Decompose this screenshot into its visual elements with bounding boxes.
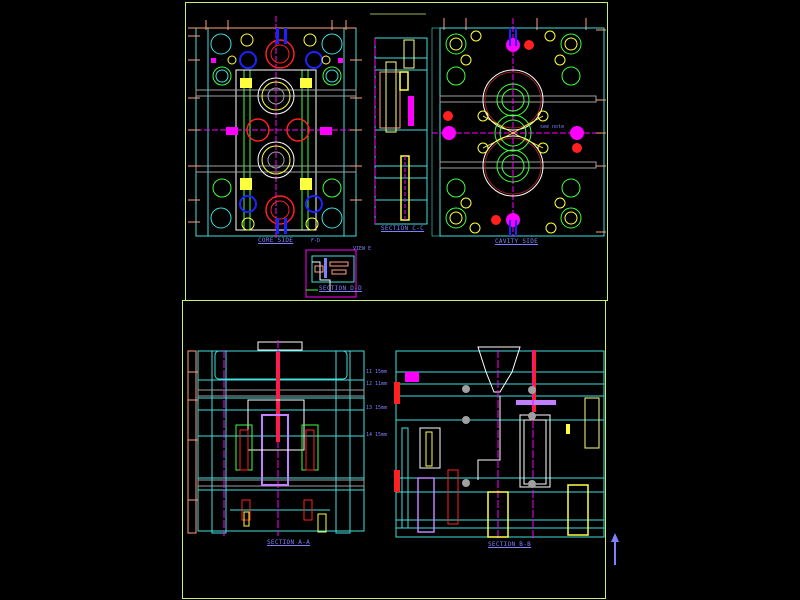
plate-mark-1: 11 15mm	[366, 369, 388, 375]
core-side-view[interactable]	[188, 16, 362, 238]
core-side-label: CORE SIDE	[258, 237, 294, 244]
cavity-note-label: see note	[540, 124, 565, 130]
plate-mark-2: 12 11mm	[366, 381, 388, 387]
section-b-label: SECTION B-B	[488, 541, 532, 548]
plate-mark-3: 13 15mm	[366, 405, 388, 411]
section-a-label: SECTION A-A	[267, 539, 311, 546]
section-c-view[interactable]	[370, 13, 428, 225]
cavity-side-label: CAVITY SIDE	[495, 238, 539, 245]
section-b-view[interactable]	[394, 346, 605, 540]
section-d-label: SECTION D-D	[319, 285, 363, 292]
up-arrow-icon	[611, 533, 619, 565]
section-c-label: SECTION C-C	[381, 225, 425, 232]
cavity-side-view[interactable]	[431, 18, 606, 237]
plate-mark-4: 14 15mm	[366, 432, 388, 438]
top-sheet-frame	[185, 2, 608, 301]
view-ref-label: VIEW E	[353, 246, 372, 252]
section-d-view[interactable]	[305, 249, 357, 298]
bottom-sheet-frame	[182, 300, 606, 599]
section-marker-label: F-D	[311, 238, 321, 244]
section-a-view[interactable]	[187, 340, 365, 536]
